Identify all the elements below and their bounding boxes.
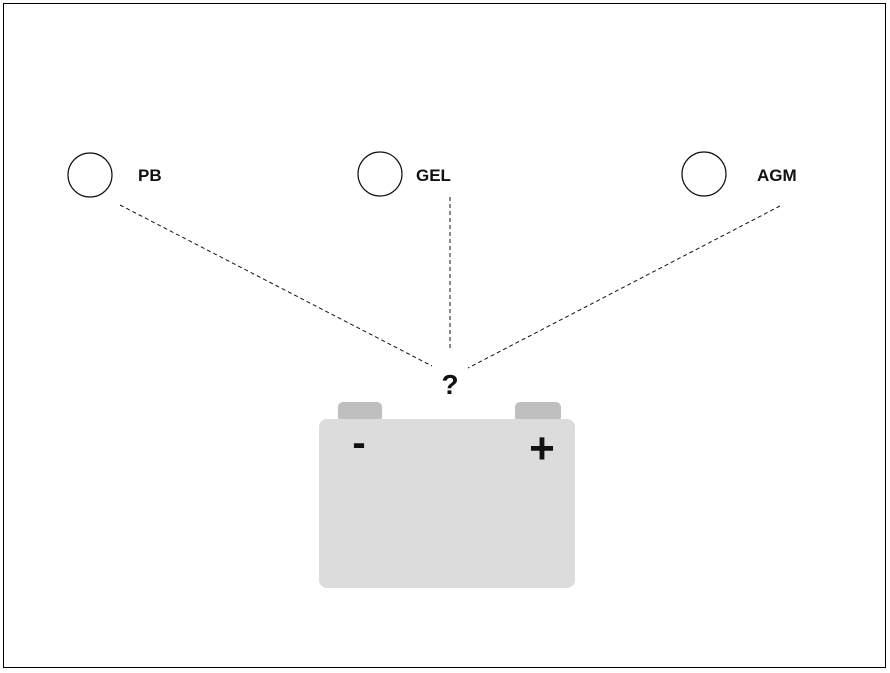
question-mark: ?: [441, 369, 458, 400]
battery: - +: [319, 402, 575, 588]
connector-line-agm: [467, 205, 781, 369]
option-label-pb: PB: [138, 166, 162, 185]
option-label-gel: GEL: [416, 166, 451, 185]
battery-terminal-negative: [338, 402, 382, 422]
radio-circle-agm[interactable]: [681, 151, 727, 197]
radio-circle-pb[interactable]: [67, 152, 113, 198]
diagram-frame: [3, 3, 886, 668]
radio-circle-gel[interactable]: [357, 151, 403, 197]
battery-body: [319, 419, 575, 588]
connector-line-pb: [119, 204, 433, 367]
option-label-agm: AGM: [757, 166, 797, 185]
positive-sign: +: [529, 424, 555, 473]
negative-sign: -: [352, 421, 365, 465]
battery-terminal-positive: [515, 402, 561, 422]
